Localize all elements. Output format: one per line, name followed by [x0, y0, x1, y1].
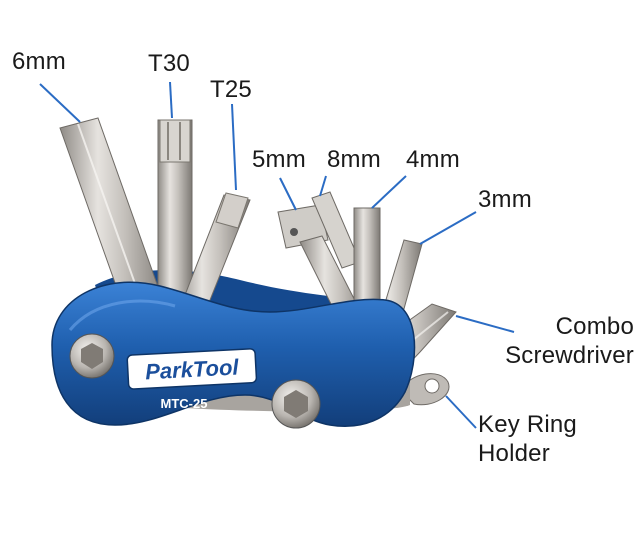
torx-key-t30: [157, 119, 193, 321]
leader-t30: [169, 81, 173, 119]
leader-t25: [231, 103, 237, 191]
leader-3mm: [419, 211, 477, 245]
leader-5mm: [279, 177, 297, 211]
bolt-right: [271, 379, 321, 429]
label-t30: T30: [148, 50, 190, 77]
label-5mm: 5mm: [252, 146, 306, 173]
label-keyring-line2: Holder: [478, 440, 550, 468]
label-3mm: 3mm: [478, 186, 532, 213]
label-4mm: 4mm: [406, 146, 460, 173]
brand-wordmark: ParkTool: [145, 354, 240, 384]
label-6mm: 6mm: [12, 48, 66, 75]
label-keyring-line1: Key Ring: [478, 411, 577, 438]
brand-logo: ParkTool: [126, 348, 258, 390]
leader-6mm: [39, 83, 81, 123]
leader-combo: [455, 315, 515, 333]
leader-8mm: [319, 175, 327, 197]
label-t25: T25: [210, 76, 252, 103]
label-key-ring-holder: Key Ring Holder: [478, 410, 577, 469]
label-combo-screwdriver: Combo Screwdriver: [484, 312, 634, 371]
key-ring-holder: [399, 373, 450, 406]
leader-keyring: [445, 395, 477, 429]
model-number: MTC-25: [161, 396, 208, 411]
label-combo-line2: Screwdriver: [505, 342, 634, 370]
leader-4mm: [371, 175, 407, 209]
label-combo-line1: Combo: [555, 313, 634, 340]
label-8mm: 8mm: [327, 146, 381, 173]
callout-leaders: [39, 81, 515, 429]
bolt-left: [69, 333, 115, 379]
